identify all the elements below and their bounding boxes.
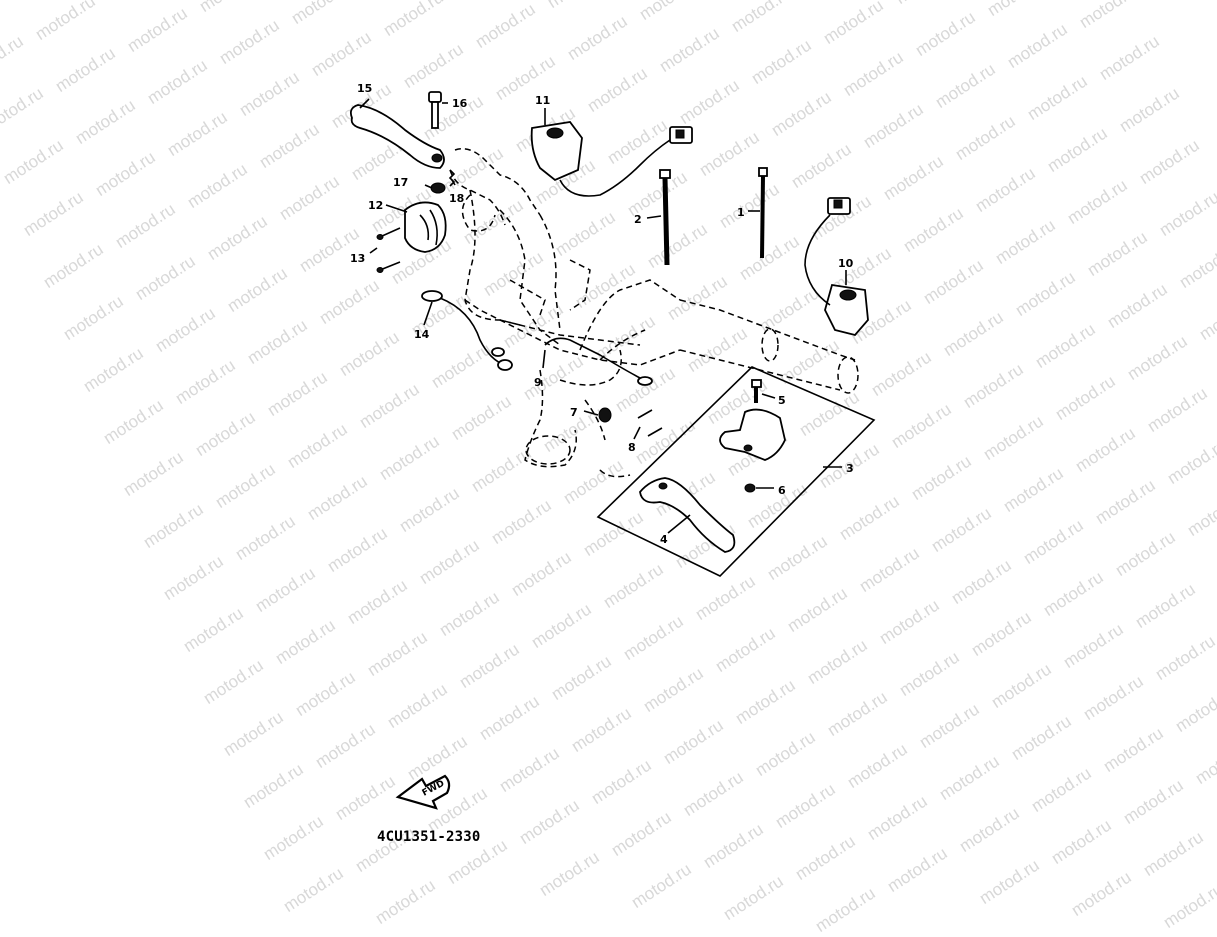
callout-13: 13 [350,252,365,265]
screws-part-13 [376,227,401,273]
switch-part-10 [804,197,869,337]
handlebar-outline [449,148,859,478]
callout-10: 10 [838,257,854,270]
lever-part-15 [349,104,445,169]
callout-8: 8 [628,441,636,454]
bolt-part-16 [428,91,442,129]
nut-part-17 [430,182,446,194]
fwd-arrow-icon: FWD [395,774,451,810]
callout-2: 2 [634,213,642,226]
kit-box-part-3 [596,366,876,577]
callout-1: 1 [737,206,745,219]
callout-17: 17 [393,176,408,189]
callout-15: 15 [357,82,372,95]
callout-14: 14 [414,328,430,341]
bushing-part-7 [598,407,612,423]
diagram-drawing: 15 16 11 17 18 12 13 2 1 10 14 9 7 8 5 6… [349,82,876,810]
leader-lines [359,98,847,534]
callout-18: 18 [449,192,464,205]
callout-4: 4 [660,533,668,546]
switch-part-12 [404,201,447,253]
callout-5: 5 [778,394,786,407]
bolt-part-1 [758,167,768,259]
bolt-part-5 [751,379,762,403]
cable-part-9 [544,337,653,386]
wire-part-14 [421,290,513,371]
callout-11: 11 [535,94,550,107]
callout-3: 3 [846,462,854,475]
callout-9: 9 [534,376,542,389]
spring-part-18 [448,169,456,187]
callout-12: 12 [368,199,383,212]
nut-part-6 [744,483,756,493]
bracket-assembly [719,408,786,461]
lever-part-4 [639,477,736,553]
switch-part-11 [530,121,693,197]
bolt-part-2 [659,169,671,266]
screws-part-8 [637,409,663,437]
callouts: 15 16 11 17 18 12 13 2 1 10 14 9 7 8 5 6… [350,82,854,546]
diagram-code: 4CU1351-2330 [377,829,481,845]
callout-6: 6 [778,484,786,497]
callout-16: 16 [452,97,468,110]
callout-7: 7 [570,406,578,419]
